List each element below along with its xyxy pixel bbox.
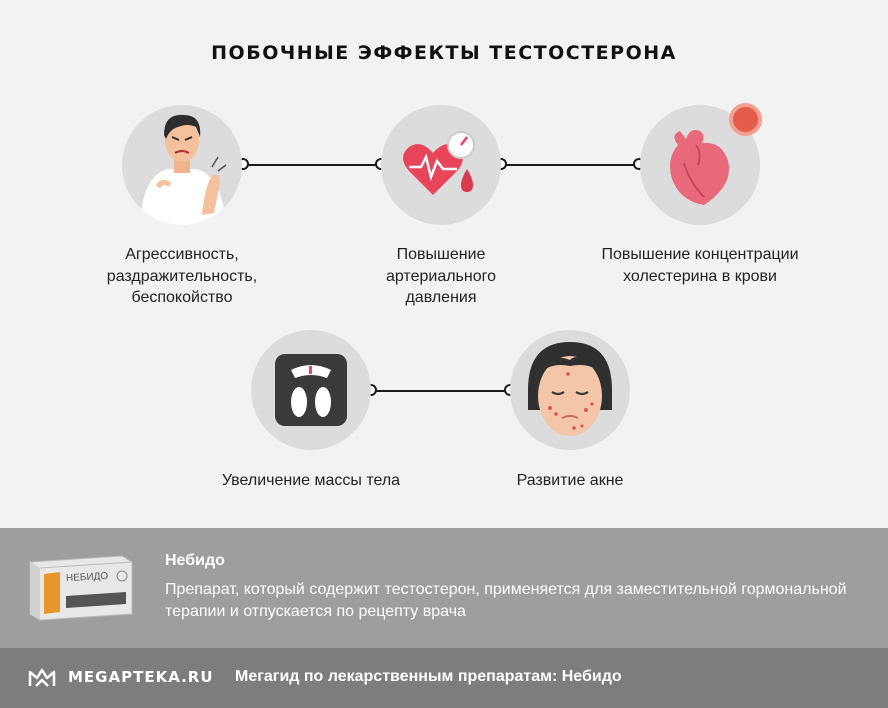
effect-label-aggression: Агрессивность, раздражительность, беспок…: [106, 246, 258, 306]
connector-2-3: [501, 164, 639, 166]
megapteka-logo-icon: [28, 668, 56, 687]
footer-guide-link[interactable]: Мегагид по лекарственным препаратам: Неб…: [235, 668, 622, 685]
blood-pressure-heart-icon: [403, 131, 475, 195]
cholesterol-cell-icon: [729, 103, 762, 136]
effect-circle-aggression: [122, 105, 242, 225]
drug-info-band: НЕБИДО Небидо Препарат, который содержит…: [0, 528, 888, 648]
effect-circle-acne: [510, 330, 630, 450]
effect-label-cholesterol: Повышение концентрации холестерина в кро…: [601, 246, 799, 285]
effect-circle-pressure: [381, 105, 501, 225]
page-title: ПОБОЧНЫЕ ЭФФЕКТЫ ТЕСТОСТЕРОНА: [211, 42, 677, 64]
effect-label-acne: Развитие акне: [516, 472, 624, 489]
connector-4-5: [371, 390, 510, 392]
heart-cholesterol-icon: [670, 130, 729, 205]
drug-package-text: НЕБИДО: [65, 570, 109, 585]
acne-face-icon: [528, 342, 612, 436]
effect-circle-weight: [251, 330, 371, 450]
footer-brand-link[interactable]: MEGAPTEKA.RU: [68, 668, 214, 686]
effect-label-pressure: Повышение артериального давления: [385, 246, 496, 306]
scale-icon: [275, 354, 347, 426]
drug-name: Небидо: [165, 552, 225, 569]
connector-1-2: [243, 164, 381, 166]
drug-package-image: НЕБИДО: [26, 552, 136, 622]
footer-band: MEGAPTEKA.RU Мегагид по лекарственным пр…: [0, 648, 888, 708]
drug-description: Препарат, который содержит тестостерон, …: [165, 581, 847, 620]
effect-label-weight: Увеличение массы тела: [221, 472, 401, 489]
drug-box-icon: [29, 555, 133, 621]
angry-man-icon: [140, 114, 227, 225]
